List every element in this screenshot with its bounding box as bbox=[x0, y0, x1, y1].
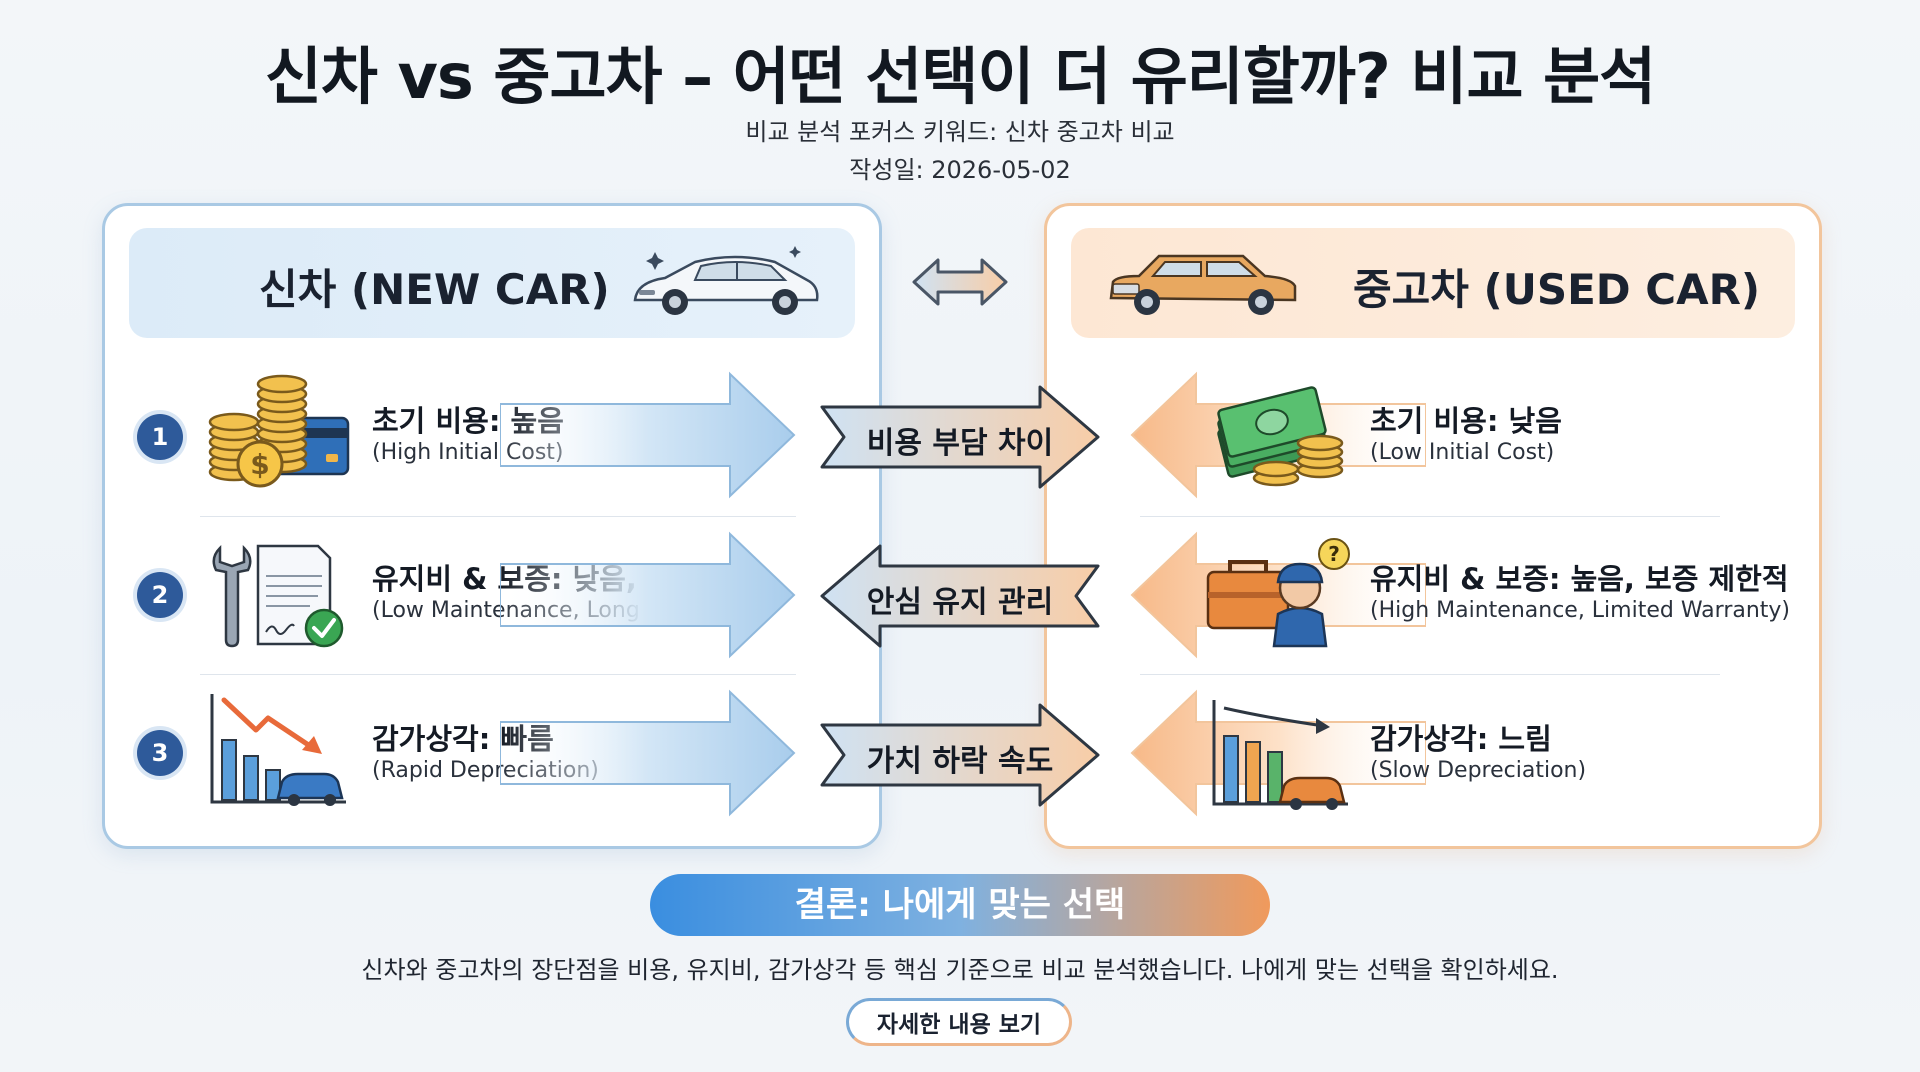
row-number-badge: 3 bbox=[137, 730, 183, 776]
blue-right-arrow bbox=[500, 531, 796, 659]
cash-icon bbox=[1217, 386, 1344, 487]
used-row2-title: 유지비 & 보증: 높음, 보증 제한적 bbox=[1370, 562, 1789, 596]
maintenance-compare-arrow bbox=[820, 544, 1100, 648]
mechanic-toolbox-icon: ? bbox=[1206, 538, 1350, 648]
row-divider bbox=[200, 516, 796, 517]
used-row1-sub: (Low Initial Cost) bbox=[1370, 440, 1555, 465]
new-car-icon bbox=[633, 246, 819, 315]
used-row3-title: 감가상각: 느림 bbox=[1370, 722, 1552, 756]
cost-compare-arrow bbox=[820, 385, 1100, 489]
page-subtitle: 비교 분석 포커스 키워드: 신차 중고차 비교 bbox=[745, 118, 1175, 146]
depreciation-down-icon bbox=[210, 694, 346, 806]
svg-text:?: ? bbox=[1328, 542, 1340, 566]
row-number-badge: 2 bbox=[137, 572, 183, 618]
new-car-title: 신차 (NEW CAR) bbox=[259, 265, 610, 314]
depreciation-compare-label: 가치 하락 속도 bbox=[866, 744, 1054, 779]
depreciation-slow-icon bbox=[1212, 700, 1348, 810]
depreciation-compare-arrow bbox=[820, 703, 1100, 807]
view-details-button[interactable]: 자세한 내용 보기 bbox=[846, 998, 1072, 1046]
svg-text:$: $ bbox=[250, 448, 269, 481]
used-car-title: 중고차 (USED CAR) bbox=[1353, 265, 1761, 314]
page-title: 신차 vs 중고차 – 어떤 선택이 더 유리할까? 비교 분석 bbox=[264, 40, 1656, 113]
coins-card-icon: $ bbox=[208, 374, 350, 488]
maintenance-compare-label: 안심 유지 관리 bbox=[866, 585, 1054, 620]
cost-compare-label: 비용 부담 차이 bbox=[866, 426, 1054, 461]
row-divider bbox=[1140, 674, 1720, 675]
row-divider bbox=[1140, 516, 1720, 517]
blue-right-arrow bbox=[500, 689, 796, 817]
used-car-icon bbox=[1109, 254, 1297, 315]
row-divider bbox=[200, 674, 796, 675]
summary-text: 신차와 중고차의 장단점을 비용, 유지비, 감가상각 등 핵심 기준으로 비교… bbox=[361, 956, 1559, 984]
new-car-header: 신차 (NEW CAR) bbox=[129, 228, 855, 338]
wrench-warranty-icon bbox=[212, 544, 344, 648]
used-row1-title: 초기 비용: 낮음 bbox=[1370, 404, 1562, 438]
page-date: 작성일: 2026-05-02 bbox=[849, 156, 1071, 184]
double-arrow-icon bbox=[912, 258, 1008, 306]
conclusion-banner: 결론: 나에게 맞는 선택 bbox=[650, 874, 1270, 936]
row-number-badge: 1 bbox=[137, 414, 183, 460]
used-car-header: 중고차 (USED CAR) bbox=[1071, 228, 1795, 338]
used-row2-sub: (High Maintenance, Limited Warranty) bbox=[1370, 598, 1791, 623]
blue-right-arrow bbox=[500, 371, 796, 499]
used-row3-sub: (Slow Depreciation) bbox=[1370, 758, 1587, 783]
